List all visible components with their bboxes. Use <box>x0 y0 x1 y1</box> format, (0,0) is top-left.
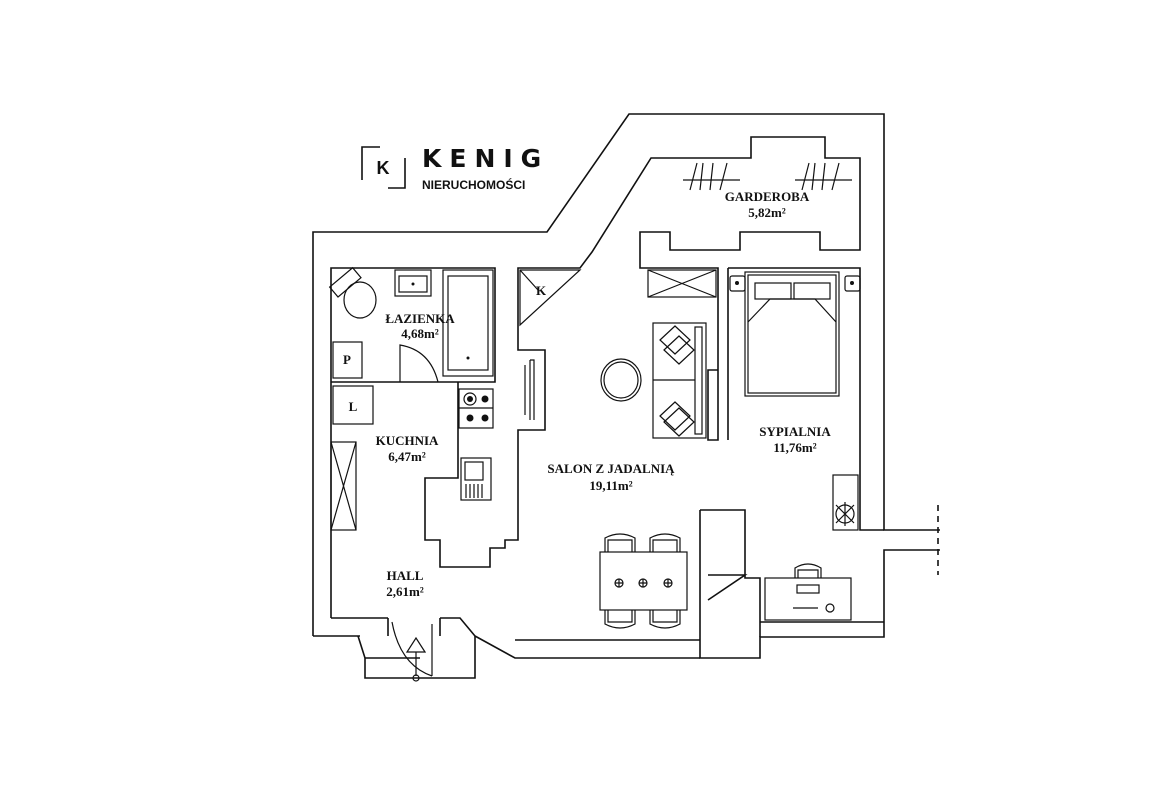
room-name-kuchnia: KUCHNIA <box>376 433 439 448</box>
round-table-icon <box>600 358 642 402</box>
plant-icon <box>832 474 859 531</box>
fridge-label: L <box>349 399 358 414</box>
nightstand-lamp-icon <box>729 275 861 292</box>
room-area-sypialnia: 11,76m² <box>773 440 816 455</box>
room-area-garderoba: 5,82m² <box>748 205 786 220</box>
washing-machine-icon: P <box>332 341 363 379</box>
bedroom-furniture <box>647 162 861 621</box>
living-room-furniture: K <box>519 269 707 629</box>
room-name-salon: SALON Z JADALNIĄ <box>547 461 675 476</box>
logo-subtitle: NIERUCHOMOŚCI <box>422 177 525 192</box>
kitchen-fixtures: L <box>330 385 494 531</box>
fridge-icon: L <box>332 385 374 425</box>
room-area-lazienka: 4,68m² <box>401 326 439 341</box>
cupboard-icon <box>330 441 357 531</box>
logo-letter: K <box>377 158 390 178</box>
room-area-hall: 2,61m² <box>386 584 424 599</box>
room-area-kuchnia: 6,47m² <box>388 449 426 464</box>
kitchen-sink-icon <box>460 457 492 501</box>
room-name-lazienka: ŁAZIENKA <box>385 311 455 326</box>
inner-walls <box>330 136 884 637</box>
sink-icon <box>394 269 432 297</box>
furnace-label: K <box>536 283 547 298</box>
bed-icon <box>744 271 840 397</box>
bathtub-icon <box>442 269 494 377</box>
toilet-icon <box>328 266 377 319</box>
stove-icon <box>458 388 494 429</box>
sofa-icon <box>652 322 707 439</box>
room-labels: GARDEROBA 5,82m² ŁAZIENKA 4,68m² KUCHNIA… <box>376 189 832 599</box>
logo-name: KENIG <box>422 144 549 173</box>
furnace-icon: K <box>519 269 582 327</box>
room-name-garderoba: GARDEROBA <box>725 189 810 204</box>
room-name-sypialnia: SYPIALNIA <box>759 424 831 439</box>
room-area-salon: 19,11m² <box>589 478 632 493</box>
dining-table-icon <box>599 533 688 629</box>
wardrobe-icon <box>647 269 717 298</box>
closet-rail-icon <box>683 162 852 191</box>
tv-icon <box>524 359 535 420</box>
room-name-hall: HALL <box>387 568 424 583</box>
desk-icon <box>764 563 852 621</box>
kenig-logo: K KENIG NIERUCHOMOŚCI <box>361 144 549 192</box>
bathroom-fixtures: P <box>328 266 494 379</box>
washer-label: P <box>343 352 351 367</box>
